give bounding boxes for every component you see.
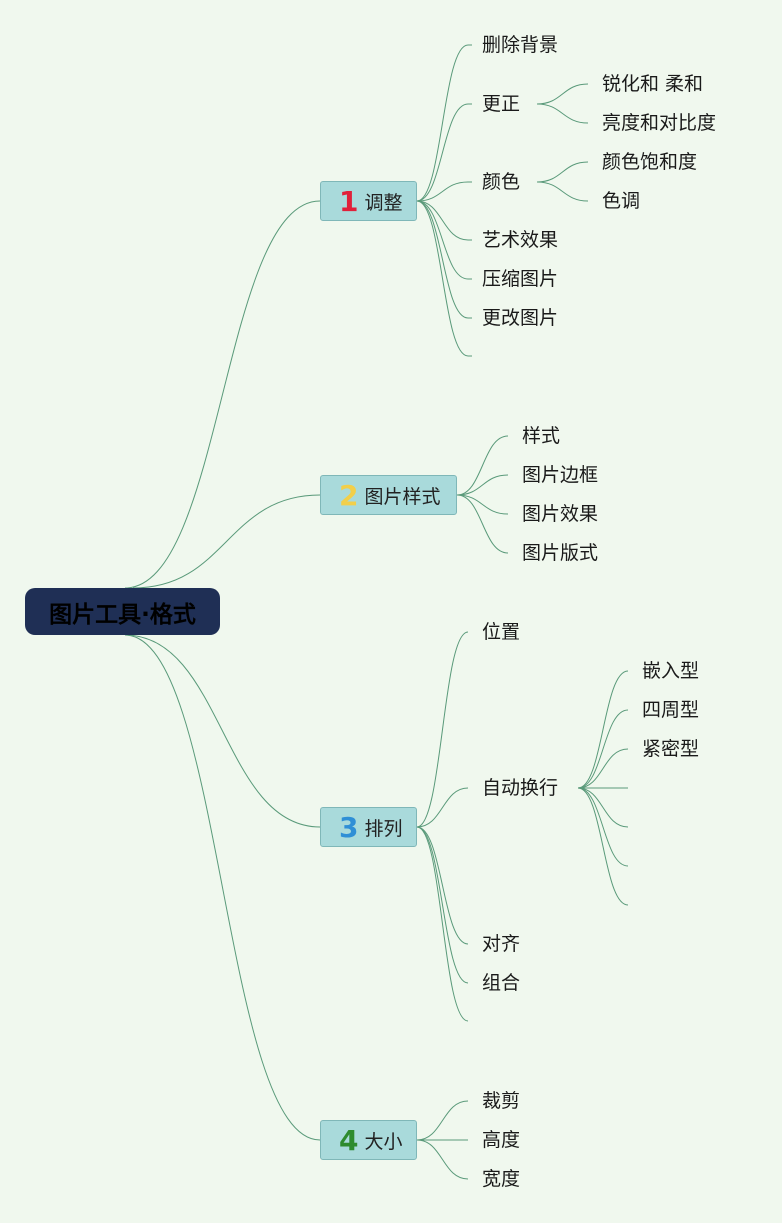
connector-line-29: [416, 826, 469, 984]
connector-line-22: [456, 435, 509, 496]
connector-line-0: [124, 200, 321, 589]
connector-line-28: [416, 826, 469, 945]
connector-line-31: [577, 670, 629, 789]
connector-line-18: [536, 83, 589, 105]
leaf-change-picture[interactable]: 更改图片: [482, 307, 559, 329]
leaf-picture-effects[interactable]: 图片效果: [522, 503, 599, 525]
branch-number: 3: [339, 810, 359, 844]
branch-arrange[interactable]: 3 排列: [320, 807, 417, 847]
connector-line-30: [416, 826, 469, 1022]
connector-line-27: [416, 787, 469, 828]
root-label: 图片工具·格式: [49, 601, 196, 628]
leaf-crop[interactable]: 裁剪: [482, 1090, 521, 1112]
connector-line-16: [416, 200, 469, 357]
leaf-sharpen-soften[interactable]: 锐化和 柔和: [602, 73, 704, 95]
branch-number: 4: [339, 1123, 359, 1157]
connector-line-24: [456, 494, 509, 515]
leaf-compress-pictures[interactable]: 压缩图片: [482, 268, 559, 290]
leaf-picture-layout[interactable]: 图片版式: [522, 542, 599, 564]
connector-line-4: [416, 44, 469, 202]
branch-label: 图片样式: [364, 485, 441, 508]
branch-label: 调整: [364, 191, 403, 214]
connector-line-40: [416, 1139, 469, 1180]
leaf-inline[interactable]: 嵌入型: [642, 660, 700, 682]
connector-line-25: [456, 494, 509, 554]
branch-label: 排列: [364, 817, 403, 840]
connector-line-10: [416, 200, 469, 241]
leaf-color[interactable]: 颜色: [482, 171, 521, 193]
leaf-artistic-effects[interactable]: 艺术效果: [482, 229, 559, 251]
connector-line-2: [124, 634, 321, 828]
branch-picture-styles[interactable]: 2 图片样式: [320, 475, 457, 515]
root-node[interactable]: 图片工具·格式: [25, 588, 220, 635]
connector-line-33: [577, 748, 629, 789]
connector-line-6: [416, 103, 469, 202]
connector-line-32: [577, 709, 629, 789]
leaf-tight[interactable]: 紧密型: [642, 738, 700, 760]
leaf-width[interactable]: 宽度: [482, 1168, 521, 1190]
connector-line-26: [416, 631, 469, 828]
leaf-styles[interactable]: 样式: [522, 425, 561, 447]
connector-line-38: [416, 1100, 469, 1141]
leaf-color-tone[interactable]: 色调: [602, 190, 641, 212]
connector-line-3: [124, 634, 321, 1141]
leaf-corrections[interactable]: 更正: [482, 93, 521, 115]
branch-label: 大小: [364, 1130, 403, 1153]
leaf-brightness-contrast[interactable]: 亮度和对比度: [602, 112, 717, 134]
branch-adjust[interactable]: 1 调整: [320, 181, 417, 221]
connector-line-20: [536, 161, 589, 183]
connector-line-8: [416, 181, 469, 202]
leaf-align[interactable]: 对齐: [482, 933, 521, 955]
connector-line-21: [536, 181, 589, 202]
connector-line-23: [456, 474, 509, 496]
leaf-group[interactable]: 组合: [482, 972, 521, 994]
branch-number: 2: [339, 478, 359, 512]
connector-line-37: [577, 787, 629, 906]
connector-line-14: [416, 200, 469, 319]
leaf-picture-border[interactable]: 图片边框: [522, 464, 599, 486]
leaf-square[interactable]: 四周型: [642, 699, 700, 721]
connector-line-36: [577, 787, 629, 867]
connector-line-12: [416, 200, 469, 280]
leaf-height[interactable]: 高度: [482, 1129, 521, 1151]
branch-size[interactable]: 4 大小: [320, 1120, 417, 1160]
connector-line-19: [536, 103, 589, 124]
leaf-wrap-text[interactable]: 自动换行: [482, 777, 559, 799]
connector-line-35: [577, 787, 629, 828]
connector-line-1: [132, 494, 321, 589]
leaf-remove-background[interactable]: 删除背景: [482, 34, 559, 56]
leaf-position[interactable]: 位置: [482, 621, 521, 643]
branch-number: 1: [339, 184, 359, 218]
leaf-color-saturation[interactable]: 颜色饱和度: [602, 151, 698, 173]
